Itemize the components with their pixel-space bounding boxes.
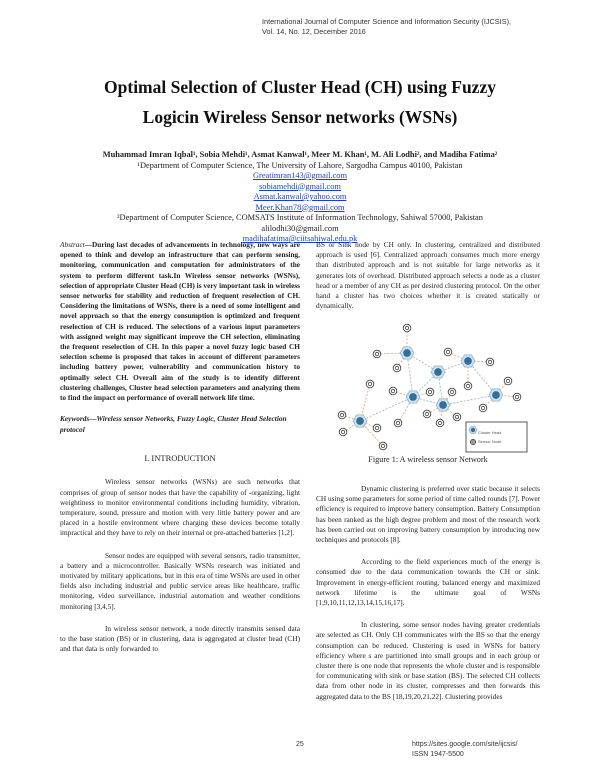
sensor-node	[422, 409, 432, 419]
journal-volume: Vol. 14, No. 12, December 2016	[262, 27, 366, 36]
sensor-node-inner	[505, 378, 511, 384]
cluster-link	[467, 360, 497, 396]
page-number: 25	[296, 741, 304, 748]
sensor-node-inner	[449, 389, 455, 395]
email-link[interactable]: Meer.Khan78@gmail.com	[255, 202, 345, 212]
paragraph: In wireless sensor network, a node direc…	[60, 623, 300, 654]
right-column-top: BS or Sink node by CH only. In clusterin…	[316, 240, 540, 311]
paper-title-line1: Optimal Selection of Cluster Head (CH) u…	[104, 77, 496, 97]
abstract-label: Abstract	[60, 240, 85, 249]
sensor-node-inner	[395, 420, 401, 426]
section-heading-introduction: I. INTRODUCTION	[144, 453, 216, 464]
sensor-node-inner	[339, 412, 345, 418]
cluster-head-core	[356, 417, 364, 425]
sensor-node	[402, 323, 412, 333]
email-link[interactable]: madihafatima@ciitsahiwal.edu.pk	[242, 234, 358, 243]
cluster-link	[406, 352, 439, 373]
sensor-node-inner	[445, 349, 451, 355]
paragraph: According to the field experiences much …	[316, 557, 540, 608]
sensor-node-inner	[487, 359, 493, 365]
sensor-node-inner	[480, 405, 486, 411]
sensor-node-inner	[424, 411, 430, 417]
sensor-node	[435, 418, 445, 428]
sensor-node	[392, 363, 402, 373]
sensor-node	[372, 423, 382, 433]
sensor-node-inner	[390, 388, 396, 394]
paragraph: Wireless sensor networks (WSNs) are such…	[60, 477, 300, 538]
cluster-head-core	[409, 393, 417, 401]
paragraph: Sensor nodes are equipped with several s…	[60, 550, 300, 611]
journal-name: International Journal of Computer Scienc…	[262, 17, 512, 26]
sensor-node-inner	[374, 425, 380, 431]
sensor-node-inner	[404, 325, 410, 331]
sensor-node-inner	[380, 443, 386, 449]
cluster-head-core	[470, 427, 476, 433]
sensor-link	[442, 391, 453, 406]
affiliation-1: ¹Department of Computer Science, The Uni…	[137, 160, 463, 170]
footer-url[interactable]: https://sites.google.com/site/ijcsis/	[412, 741, 518, 748]
sensor-node	[337, 410, 347, 420]
sensor-node-inner	[454, 414, 460, 420]
footer-issn: ISSN 1947-5500	[412, 751, 464, 758]
author-block: Muhammad Imran Iqbal¹, Sobia Mehdi¹, Asm…	[0, 150, 600, 245]
sensor-node-inner	[465, 383, 471, 389]
figure-legend-box	[465, 421, 528, 453]
sensor-node-inner	[367, 381, 373, 387]
legend-sensor-node-label: Sensor Node	[478, 439, 502, 444]
author-names: Muhammad Imran Iqbal¹, Sobia Mehdi¹, Asm…	[102, 150, 498, 159]
sensor-node	[512, 392, 522, 402]
email-link[interactable]: Greatimran143@gmail.com	[253, 171, 347, 180]
sensor-node-inner	[340, 429, 346, 435]
sensor-node	[393, 418, 403, 428]
sensor-node	[478, 403, 488, 413]
footer-info: https://sites.google.com/site/ijcsis/ IS…	[412, 740, 517, 760]
sensor-node-inner	[514, 394, 520, 400]
sensor-node	[365, 379, 375, 389]
sensor-node	[447, 387, 457, 397]
sensor-node-inner	[374, 351, 380, 357]
paper-title-line2: Logicin Wireless Sensor networks (WSNs)	[142, 107, 458, 127]
sensor-node	[372, 349, 382, 359]
legend-cluster-head-label: Cluster Head	[478, 430, 502, 435]
figure-caption: Figure 1: A wireless sensor Network	[368, 455, 488, 464]
right-column-body: Dynamic clustering is preferred over sta…	[316, 484, 540, 702]
sensor-node	[443, 347, 453, 357]
sensor-node	[485, 357, 495, 367]
email-link[interactable]: sobiamehdi@gmail.com	[259, 181, 341, 191]
abstract-text: —During last decades of advancements in …	[60, 240, 300, 403]
paragraph: Dynamic clustering is preferred over sta…	[316, 484, 540, 545]
left-column: Abstract—During last decades of advancem…	[60, 240, 300, 655]
email-text: alilodhi30@gmail.com	[261, 223, 339, 233]
cluster-link	[359, 396, 414, 422]
sensor-node-inner	[437, 420, 443, 426]
sensor-node	[469, 438, 477, 446]
paragraph: In clustering, some sensor nodes having …	[316, 620, 540, 701]
sensor-node-inner	[427, 389, 433, 395]
email-link[interactable]: Asmat.kanwal@yahoo.com	[253, 192, 347, 201]
cluster-head-core	[439, 401, 447, 409]
cluster-head-core	[403, 349, 411, 357]
abstract: Abstract—During last decades of advancem…	[60, 240, 300, 403]
sensor-node	[378, 441, 388, 451]
sensor-node	[463, 381, 473, 391]
keywords: Keywords—Wireless sensor Networks, Fuzzy…	[60, 414, 287, 435]
affiliation-2: ²Department of Computer Science, COMSATS…	[117, 213, 483, 222]
sensor-node	[452, 412, 462, 422]
journal-header: International Journal of Computer Scienc…	[262, 17, 511, 37]
cluster-link	[442, 394, 497, 406]
sensor-node	[338, 427, 348, 437]
cluster-head-core	[492, 391, 500, 399]
cluster-link	[406, 352, 414, 398]
cluster-head-core	[464, 357, 472, 365]
cluster-head-core	[434, 368, 442, 376]
sensor-node	[503, 376, 513, 386]
sensor-node-inner	[394, 365, 400, 371]
sensor-node-inner	[471, 440, 475, 444]
sensor-node	[425, 387, 435, 397]
sensor-node	[388, 386, 398, 396]
